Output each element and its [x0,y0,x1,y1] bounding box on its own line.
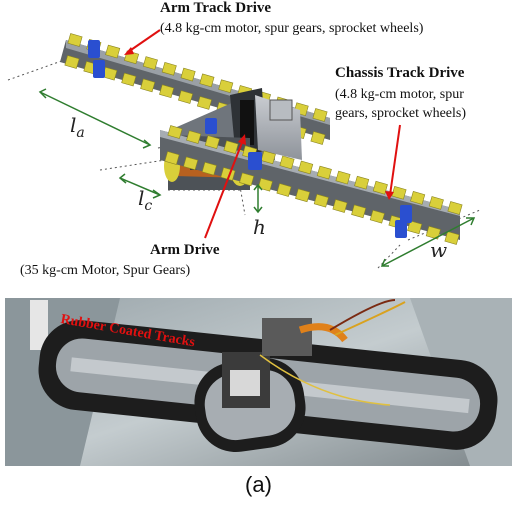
tread-segment [196,96,212,110]
tread-segment [183,156,199,171]
tread-segment [167,125,183,139]
figure-caption: (a) [245,472,272,497]
tread-segment [444,231,460,245]
tread-segment [204,135,220,149]
tread-segment [161,62,177,76]
tread-segment [105,44,121,59]
dimension-lc-main: l [138,186,145,210]
tread-segment [199,73,215,88]
tread-segment [372,180,388,195]
tread-segment [447,201,463,215]
tread-segment [186,130,202,144]
tread-segment [142,56,158,70]
photo-center-module [222,299,406,408]
chassis-track-treads-lower [164,151,460,245]
dimension-la-sub: a [76,125,85,141]
arm-track-drive-title: Arm Track Drive [160,0,272,16]
tread-segment [260,150,276,165]
cad-render [7,29,481,269]
tread-segment [407,220,423,235]
tread-segment [369,209,385,224]
tread-segment [391,185,407,200]
tread-segment [410,191,426,205]
tread-segment [312,108,328,122]
tread-segment [332,199,348,213]
chassis-track-drive-title: Chassis Track Drive [335,65,465,81]
motors [88,40,412,238]
tread-segment [178,90,194,104]
tread-segment [313,193,329,208]
tread-segment [316,165,332,180]
tread-segment [310,131,326,145]
dimension-lc: lc [138,186,152,214]
tread-segment [354,175,370,190]
tread-segment [164,151,180,165]
tread-segment [295,188,311,203]
tread-segment [298,160,314,175]
tread-segment [257,177,273,192]
tread-segment [67,33,83,47]
dimension-arrows [38,88,476,267]
tread-segment [279,155,295,170]
tread-segment [335,170,351,185]
tread-segment [218,79,234,93]
arm-track-drive-detail: (4.8 kg-cm motor, spur gears, sprocket w… [160,21,424,36]
photo [5,298,512,466]
tread-segment [239,172,255,187]
tread-segment [140,78,156,93]
chassis-track-drive-detail-1: (4.8 kg-cm motor, spur [335,87,464,102]
dimension-la-main: l [70,113,77,137]
dimension-lc-sub: c [144,198,153,214]
tread-segment [428,196,444,210]
chassis-track-drive-detail-2: gears, sprocket wheels) [335,106,467,121]
tread-segment [64,55,80,69]
dimension-w: w [430,238,448,262]
tread-segment [276,183,292,197]
tread-segment [351,204,367,219]
tread-segment [121,72,137,87]
tread-segment [180,67,196,82]
arm-drive-detail: (35 kg-cm Motor, Spur Gears) [20,263,191,278]
annotation-arrows [124,29,401,239]
tread-segment [201,161,217,176]
tread-segment [425,225,441,240]
tread-segment [159,84,175,99]
dimension-h: h [253,215,266,239]
arm-drive-title: Arm Drive [150,242,220,258]
tread-segment [223,140,239,155]
dimension-la: la [70,113,85,141]
